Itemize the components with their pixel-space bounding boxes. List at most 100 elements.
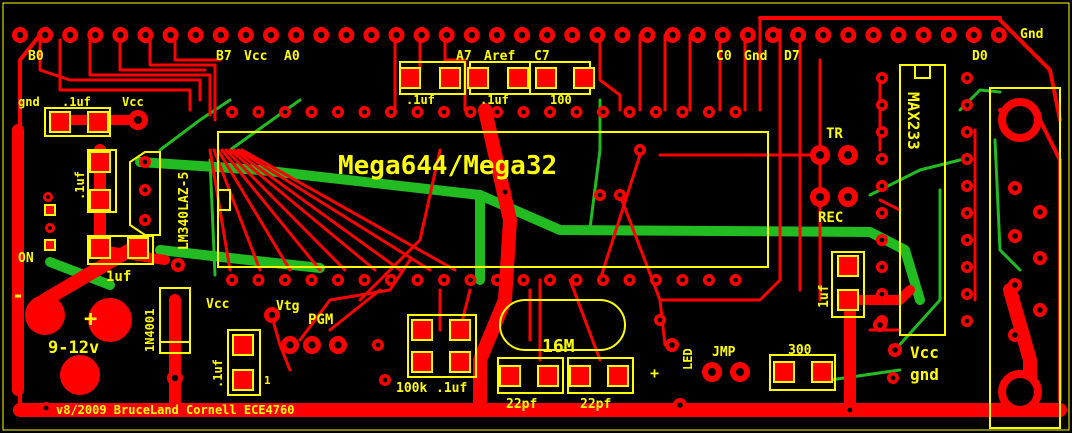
chip-label: Mega644/Mega32	[338, 151, 557, 181]
header-pin	[765, 27, 781, 43]
header-pin	[664, 27, 681, 43]
smd-pad	[811, 361, 833, 383]
chip-pin-top	[279, 106, 291, 118]
max233-pin-left	[876, 207, 888, 219]
via-pad	[838, 145, 858, 165]
header-pin	[288, 27, 305, 43]
header-pin	[714, 27, 731, 43]
max233-pin-left	[876, 153, 888, 165]
via-pad	[499, 186, 511, 198]
label-d0: D0	[972, 49, 988, 64]
header-pin	[514, 27, 530, 43]
smd-pad	[535, 67, 557, 89]
chip-pin-bottom	[729, 274, 742, 286]
silkscreen-labels: B0 B7 Vcc A0 A7 Aref C7 C0 Gnd D7 D0 Gnd…	[12, 27, 1043, 417]
smd-pad	[573, 67, 595, 89]
header-pin	[363, 27, 380, 43]
label-vcc-top-left: Vcc	[122, 95, 144, 109]
header-pin	[313, 27, 330, 43]
db9-pin	[1033, 303, 1047, 317]
via-pad	[614, 189, 626, 201]
label-a0: A0	[284, 49, 300, 64]
header-pin	[564, 27, 581, 43]
label-d7: D7	[784, 49, 800, 64]
label-plus: +	[84, 307, 97, 332]
label-gnd-top: Gnd	[744, 49, 767, 64]
smd-pad	[439, 67, 461, 89]
label-voltage: 9-12v	[48, 338, 99, 358]
chip-pin-bottom	[517, 274, 530, 286]
label-gnd-left: gnd	[18, 95, 40, 109]
chip-pin-top	[438, 106, 450, 118]
chip-pin-bottom	[464, 274, 477, 286]
smd-pad	[449, 319, 471, 341]
chip-pin-top	[597, 106, 609, 118]
smd-pad	[569, 365, 591, 387]
smd-pad	[399, 67, 421, 89]
via-pad	[43, 192, 53, 202]
label-cap-right: 1uf	[817, 285, 832, 308]
max233-pin-right	[961, 180, 973, 192]
label-22pf-right: 22pf	[580, 397, 611, 412]
cap-22pf-left-outline	[497, 357, 564, 394]
via-pad	[838, 187, 858, 207]
header-pin	[790, 27, 807, 43]
chip-pin-top	[676, 106, 689, 118]
header-pin	[915, 27, 932, 43]
via-pad	[665, 338, 679, 352]
header-pin	[137, 27, 154, 43]
via-pad	[303, 336, 321, 354]
max233-pin-right	[961, 315, 973, 327]
via-pad	[128, 110, 148, 130]
header-pin	[37, 27, 54, 43]
smd-pad	[507, 67, 529, 89]
chip-pin-top	[332, 106, 344, 118]
round-pads	[12, 27, 1047, 416]
via-pad	[40, 402, 52, 414]
label-aref: Aref	[484, 49, 515, 64]
mounting-holes	[25, 98, 1042, 414]
label-vcc-right: Vcc	[910, 343, 939, 362]
cap-vertical-outline	[87, 149, 117, 213]
header-pin	[639, 27, 656, 43]
header-pin	[488, 27, 505, 43]
max233-pin-right	[961, 153, 973, 165]
smd-pad	[87, 111, 109, 133]
via-pad	[810, 145, 830, 165]
via-pad	[730, 362, 750, 382]
label-cap-top-left: .1uf	[62, 95, 91, 109]
chip-pin-top	[491, 106, 503, 118]
chip-outline-max233	[899, 64, 946, 336]
switch-pad	[44, 239, 56, 251]
header-pin	[212, 27, 229, 43]
label-c0: C0	[716, 49, 732, 64]
chip-pin-top	[703, 106, 715, 118]
chip-pin-top	[544, 106, 556, 118]
max233-pin-left	[876, 180, 888, 192]
label-pgm: PGM	[308, 312, 333, 328]
via-pad	[329, 336, 347, 354]
max233-pin-right	[961, 234, 973, 246]
header-pin	[840, 27, 857, 43]
label-cap-a: .1uf	[406, 93, 435, 107]
cap-right-outline	[831, 251, 865, 318]
chip-pin-bottom	[385, 274, 397, 286]
footer-label: v8/2009 BruceLand Cornell ECE4760	[56, 403, 294, 417]
chip-pin-top	[623, 106, 636, 118]
via-pad	[139, 184, 151, 196]
header-pin	[263, 27, 279, 43]
chip-pin-top	[305, 106, 318, 118]
label-b0: B0	[28, 49, 44, 64]
cap-1uf-outline	[87, 235, 154, 265]
via-pad	[167, 370, 183, 386]
max233-pin-left	[876, 288, 888, 300]
via-pad	[844, 404, 856, 416]
header-pin	[739, 27, 756, 43]
label-led-plus: +	[650, 364, 659, 382]
via-pad	[171, 258, 185, 272]
via-pad	[634, 144, 646, 156]
max233-pin-right	[961, 261, 973, 273]
cap-bottom-left-outline	[227, 329, 261, 396]
cap-22pf-right-outline	[567, 357, 634, 394]
